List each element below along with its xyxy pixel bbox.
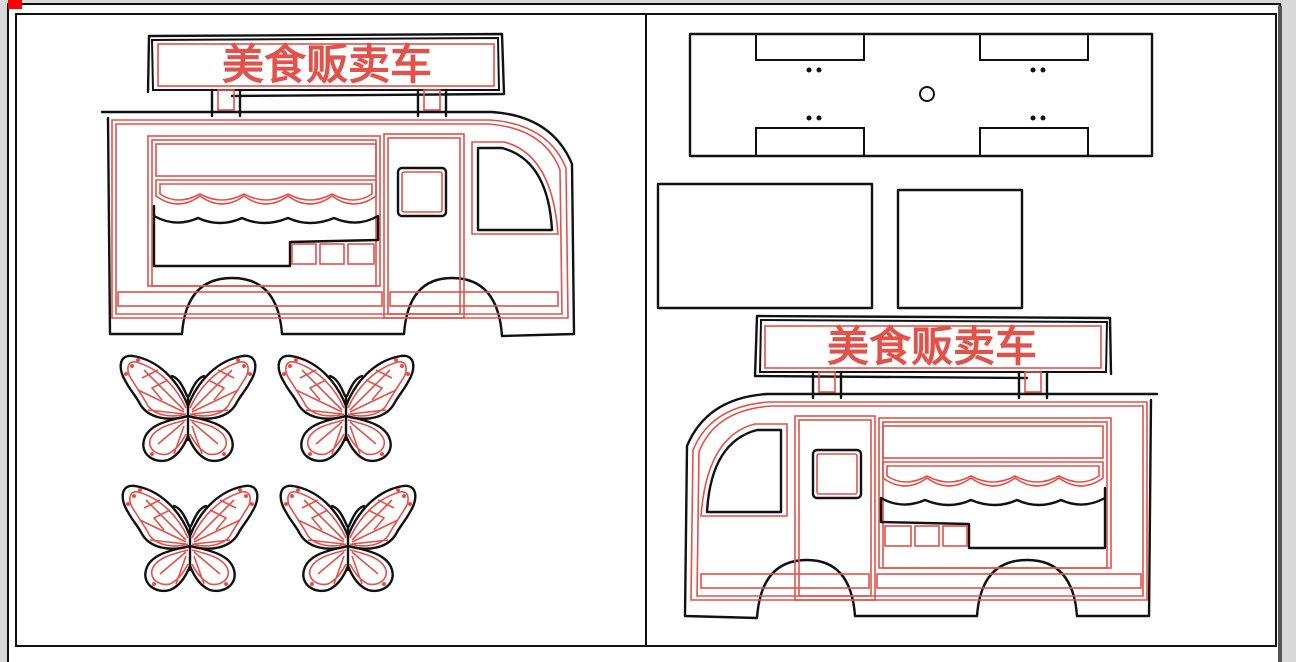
side-panel-small	[896, 188, 1024, 310]
sheet	[8, 4, 1280, 662]
left-panel: 美食贩卖车	[100, 32, 576, 593]
truck-sign-text-right: 美食贩卖车	[827, 322, 1037, 371]
corner-marker	[8, 0, 22, 9]
base-plate	[688, 32, 1154, 158]
right-panel: 美食贩卖车	[656, 32, 1159, 620]
food-truck-left: 美食贩卖车	[100, 32, 576, 338]
side-panel-large	[656, 182, 874, 310]
truck-sign-text: 美食贩卖车	[222, 40, 432, 89]
